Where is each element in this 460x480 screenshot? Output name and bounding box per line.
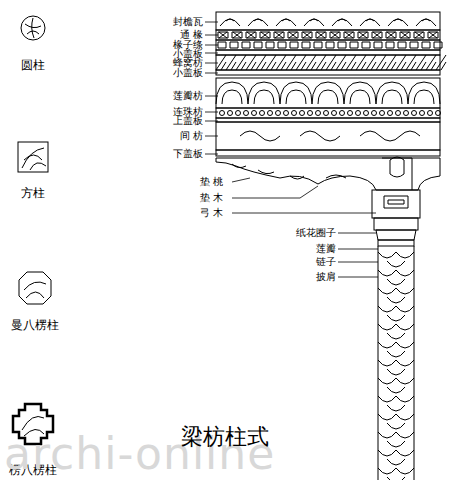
part-label: 链子 [316, 256, 336, 268]
part-label: 间 枋 [180, 130, 203, 142]
part-label: 纸花圈子 [296, 227, 336, 239]
part-label: 垫 木 [200, 192, 223, 204]
part-label: 莲瓣 [316, 243, 336, 255]
leader-lines [205, 22, 378, 277]
column-symbols [13, 16, 53, 444]
part-label: 弓 木 [200, 207, 223, 219]
beam-bands [216, 12, 446, 480]
part-label: 披肩 [316, 271, 336, 283]
symbol-label: 方柱 [21, 186, 45, 200]
part-label: 下盖板 [173, 148, 203, 160]
part-label: 上盖板 [173, 115, 203, 127]
symbol-label: 圆柱 [21, 58, 45, 72]
symbol-label: 曼八楞柱 [11, 318, 59, 332]
part-label: 小盖板 [173, 67, 203, 79]
part-label: 封檐瓦 [173, 16, 203, 28]
part-label: 莲瓣枋 [173, 90, 203, 102]
part-label: 垫 桃 [200, 176, 223, 188]
caption: 梁枋柱式 [181, 424, 269, 450]
